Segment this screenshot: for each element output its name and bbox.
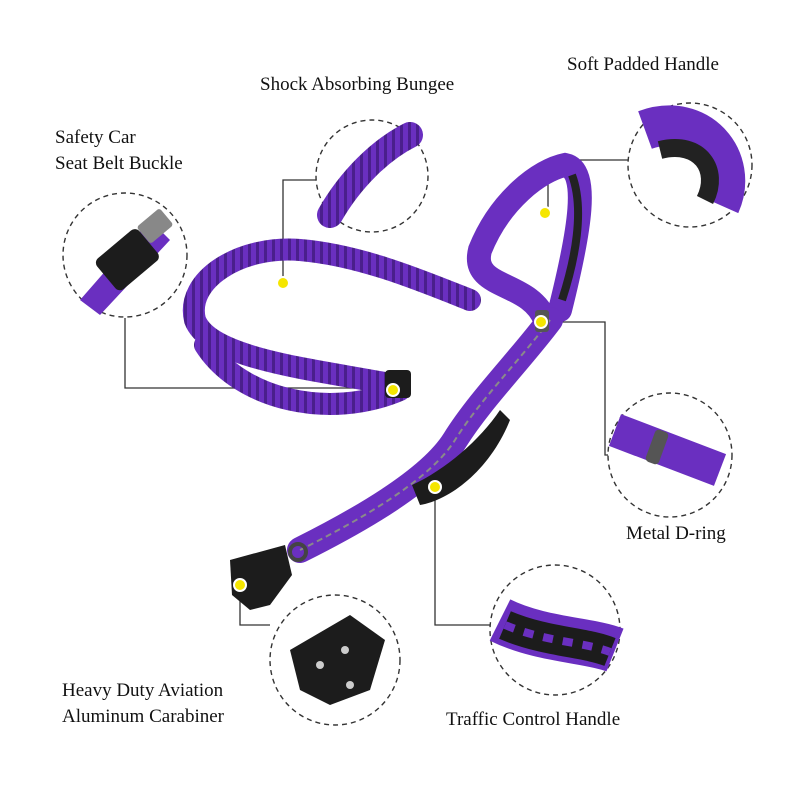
label-carabiner-line2: Aluminum Carabiner	[62, 706, 224, 727]
label-soft-padded-handle: Soft Padded Handle	[567, 54, 719, 75]
detail-carabiner	[290, 615, 385, 705]
detail-bungee	[317, 122, 423, 228]
label-safety-buckle-line2: Seat Belt Buckle	[55, 153, 183, 174]
label-carabiner-line1: Heavy Duty Aviation	[62, 680, 224, 701]
carabiner-hardware	[230, 542, 308, 610]
label-carabiner: Heavy Duty Aviation Aluminum Carabiner	[62, 678, 224, 730]
detail-buckle	[80, 209, 173, 315]
label-metal-d-ring: Metal D-ring	[626, 523, 726, 544]
detail-d-ring	[608, 414, 727, 486]
label-safety-buckle-line1: Safety Car	[55, 127, 136, 148]
label-shock-absorbing-bungee: Shock Absorbing Bungee	[260, 74, 455, 95]
feature-markers	[233, 206, 552, 592]
label-safety-buckle: Safety Car Seat Belt Buckle	[55, 125, 183, 177]
detail-circles	[62, 102, 753, 726]
detail-soft-handle	[638, 105, 746, 214]
label-traffic-control-handle: Traffic Control Handle	[446, 709, 621, 730]
detail-traffic-handle	[489, 599, 624, 672]
